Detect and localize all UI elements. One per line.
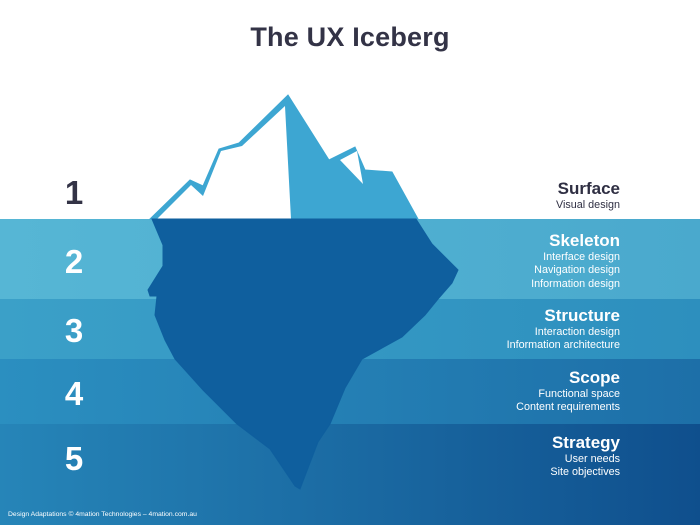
- skeleton-layer-label: Skeleton Interface design Navigation des…: [390, 232, 620, 291]
- layer-number-1: 1: [64, 174, 84, 211]
- scope-detail-2: Content requirements: [516, 401, 620, 414]
- strategy-detail-2: Site objectives: [550, 466, 620, 479]
- layer-number-3: 3: [64, 312, 84, 349]
- skeleton-detail-1: Interface design: [543, 251, 620, 263]
- scope-detail-1: Functional space: [538, 388, 620, 400]
- iceberg-snow-cap: [157, 106, 291, 219]
- structure-layer-label: Structure Interaction design Information…: [390, 307, 620, 353]
- diagram-title: The UX Iceberg: [250, 22, 450, 52]
- strategy-detail-1: User needs: [564, 453, 620, 465]
- copyright-footer: Design Adaptations © 4mation Technologie…: [8, 511, 197, 518]
- structure-title: Structure: [544, 306, 620, 325]
- layer-number-5: 5: [64, 440, 84, 477]
- scope-title: Scope: [568, 368, 620, 387]
- strategy-water-band: [0, 424, 700, 525]
- skeleton-detail-3: Information design: [531, 277, 620, 290]
- strategy-layer-label: Strategy User needs Site objectives: [390, 434, 620, 480]
- iceberg-small-snow-patch: [340, 151, 363, 184]
- structure-detail-2: Information architecture: [506, 339, 620, 352]
- skeleton-detail-2: Navigation design: [534, 264, 620, 277]
- surface-detail-1: Visual design: [555, 199, 620, 211]
- surface-layer-label: Surface Visual design: [390, 180, 620, 212]
- surface-title: Surface: [557, 179, 620, 198]
- scope-layer-label: Scope Functional space Content requireme…: [390, 369, 620, 415]
- layer-number-2: 2: [64, 243, 84, 280]
- strategy-title: Strategy: [551, 433, 620, 452]
- layer-number-4: 4: [64, 375, 84, 412]
- skeleton-title: Skeleton: [549, 231, 620, 250]
- structure-detail-1: Interaction design: [534, 326, 620, 338]
- iceberg-submerged: [147, 218, 459, 490]
